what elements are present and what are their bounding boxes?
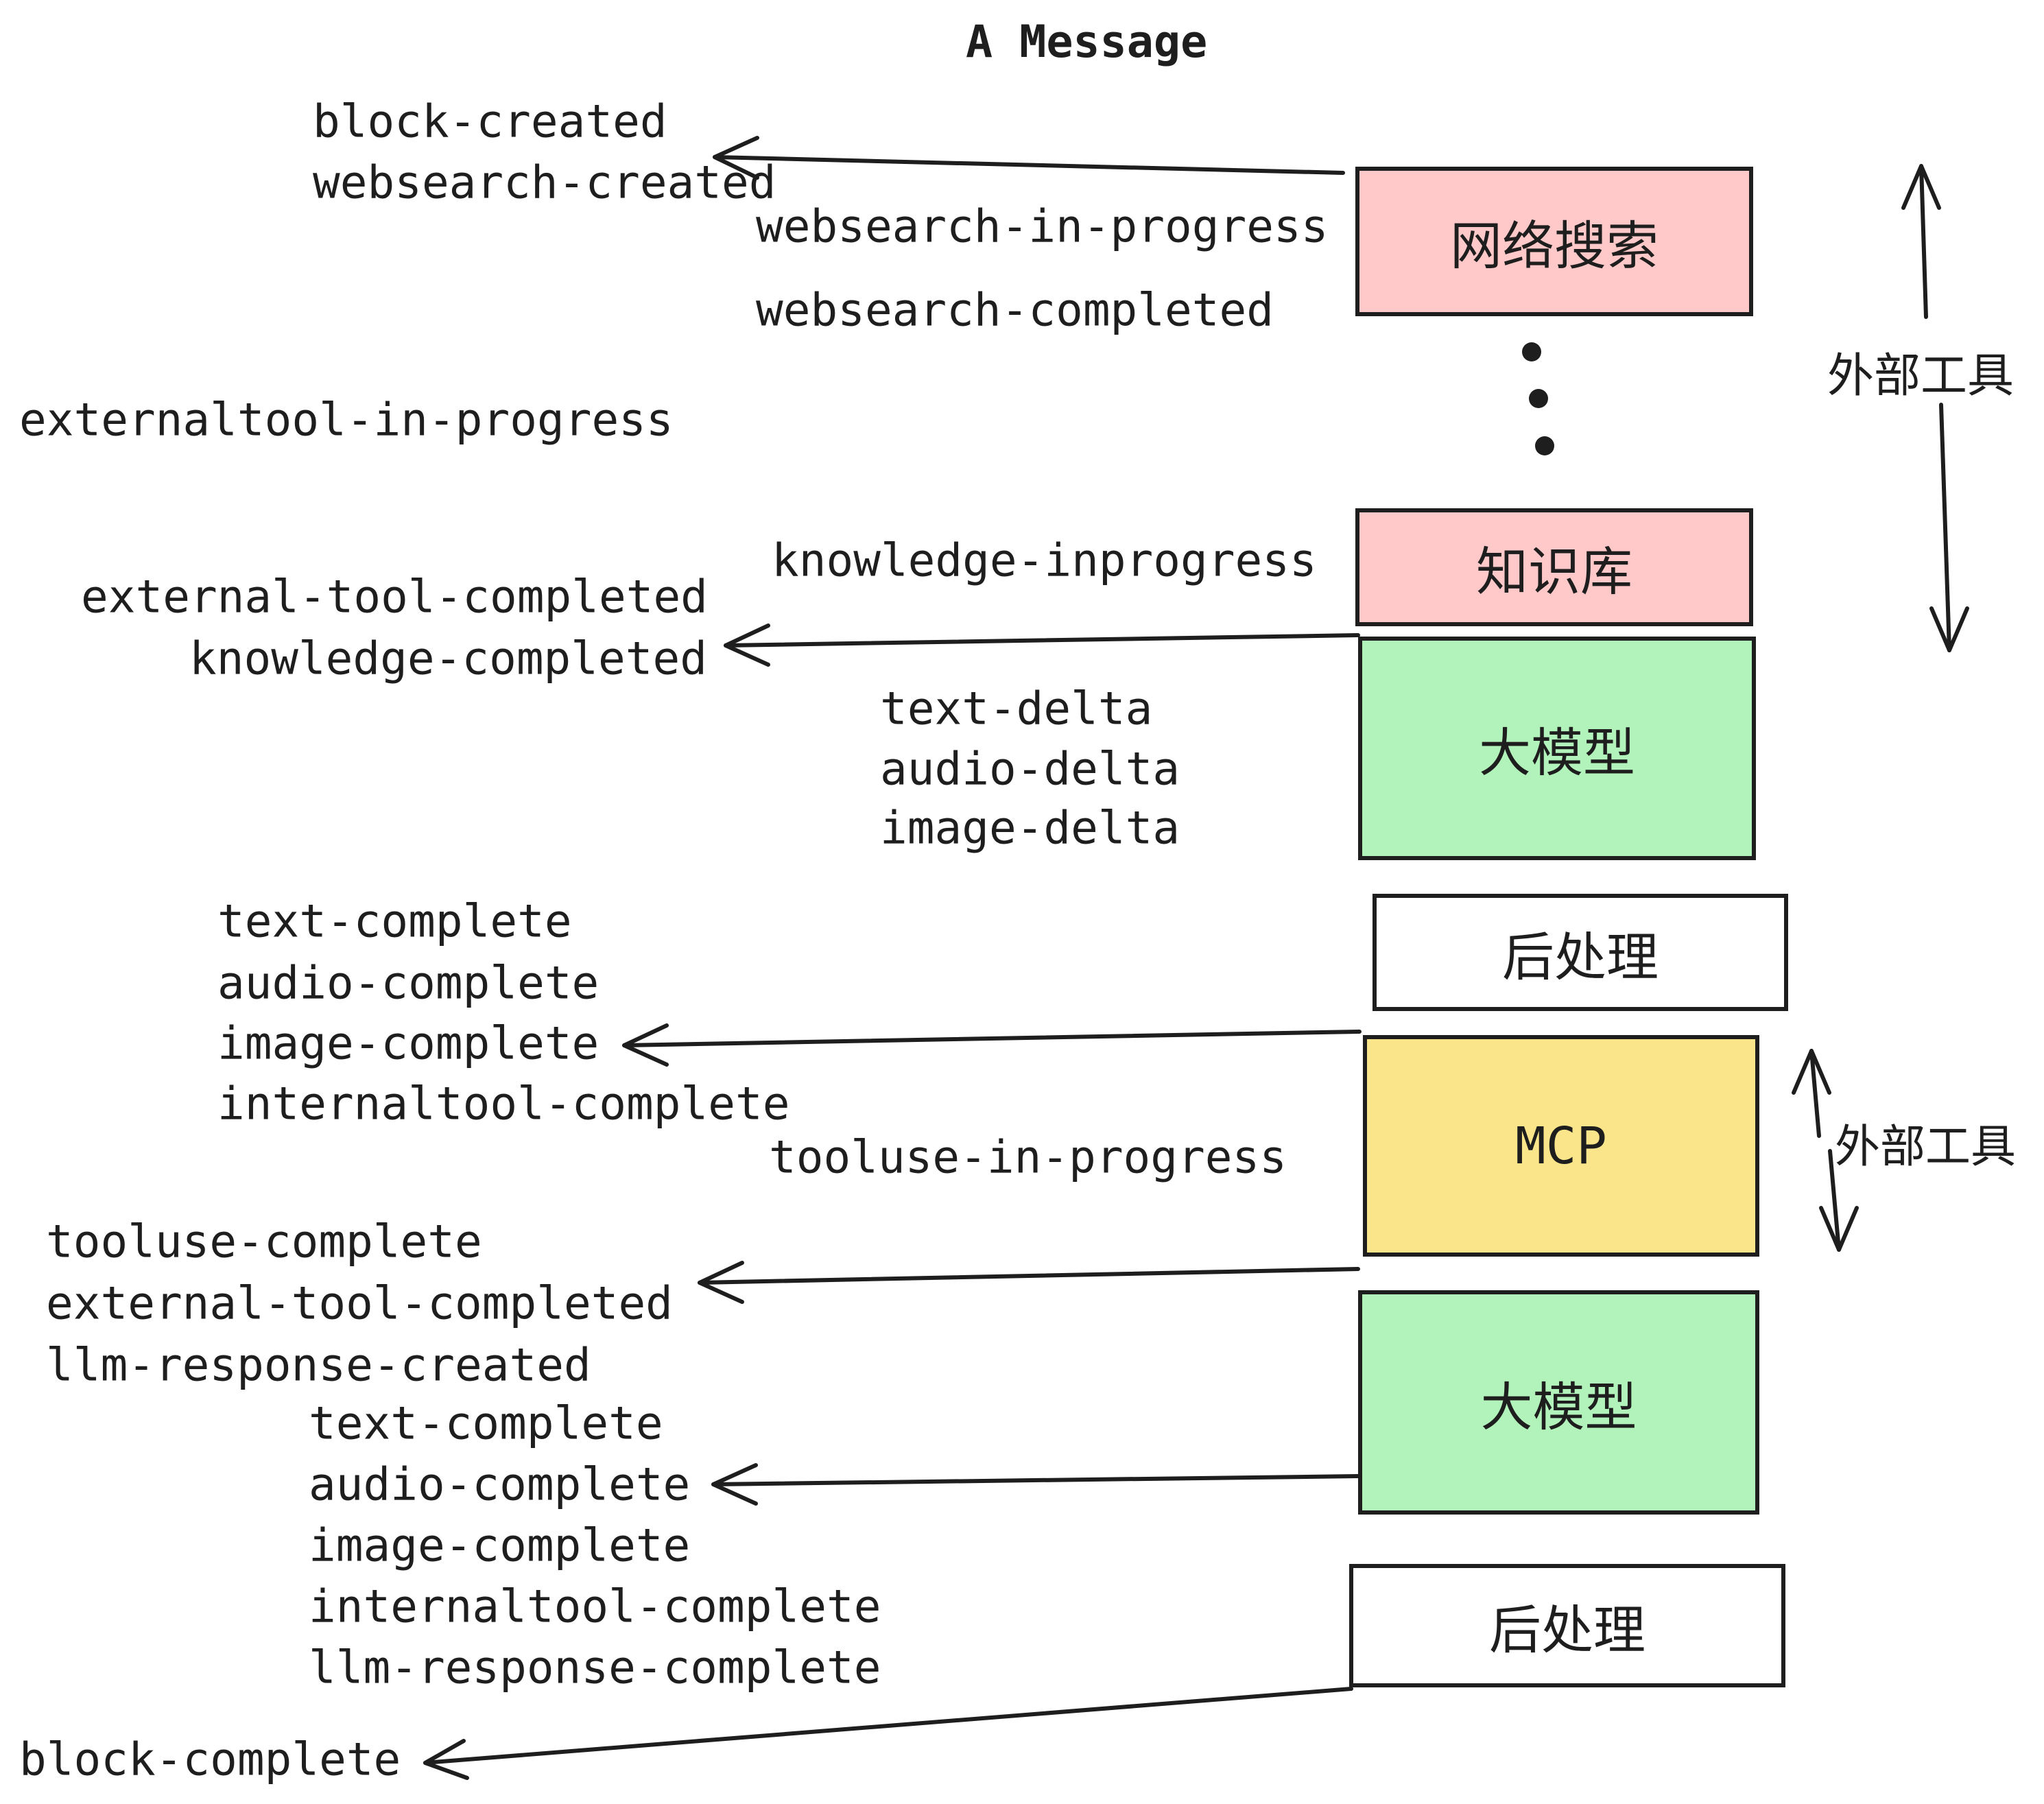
box-post-processing-2: 后处理: [1349, 1564, 1785, 1687]
external-tools-top-down-arrow: [1929, 403, 1969, 652]
box-llm-2: 大模型: [1358, 1290, 1759, 1515]
external-tools-bottom-down-arrow: [1819, 1149, 1859, 1252]
event-text-complete-2: text-complete: [309, 1397, 663, 1450]
event-llm-response-complete: llm-response-complete: [309, 1641, 881, 1694]
event-internaltool-complete-1: internaltool-complete: [217, 1077, 790, 1130]
event-text-delta-1: text-delta: [880, 682, 1153, 735]
event-externaltool-in-progress: externaltool-in-progress: [19, 393, 674, 447]
event-knowledge-inprogress: knowledge-inprogress: [772, 534, 1317, 587]
arrow-llm2-to-complete: [711, 1463, 1360, 1506]
event-knowledge-completed: knowledge-completed: [189, 632, 707, 685]
event-tooluse-in-progress: tooluse-in-progress: [769, 1130, 1287, 1184]
arrow-llm1-to-complete: [622, 1023, 1362, 1067]
box-mcp: MCP: [1363, 1035, 1759, 1257]
box-websearch: 网络搜索: [1355, 167, 1753, 316]
event-external-tool-completed-1: external-tool-completed: [81, 570, 708, 624]
ellipsis-dots: [1522, 342, 1554, 455]
label-external-tools-bottom: 外部工具: [1835, 1120, 2016, 1173]
event-internaltool-complete-2: internaltool-complete: [309, 1580, 881, 1633]
event-block-created: block-created: [313, 95, 667, 148]
event-websearch-in-progress: websearch-in-progress: [756, 200, 1329, 253]
event-audio-delta-1: audio-delta: [880, 742, 1180, 796]
arrow-websearch-to-created: [713, 136, 1345, 180]
event-image-delta-1: image-delta: [880, 801, 1180, 855]
event-websearch-completed: websearch-completed: [756, 283, 1274, 337]
event-image-complete-2: image-complete: [309, 1519, 691, 1572]
event-websearch-created: websearch-created: [313, 156, 776, 209]
event-block-complete: block-complete: [19, 1733, 401, 1786]
arrow-knowledge-to-completed: [724, 624, 1360, 667]
event-text-complete-1: text-complete: [217, 894, 572, 948]
arrow-post2-to-block-complete: [423, 1687, 1353, 1780]
event-audio-complete-2: audio-complete: [309, 1458, 691, 1511]
label-external-tools-top: 外部工具: [1827, 349, 2015, 403]
diagram-title: A Message: [966, 16, 1208, 68]
event-external-tool-completed-2: external-tool-completed: [46, 1277, 673, 1330]
event-image-complete-1: image-complete: [217, 1017, 599, 1070]
event-llm-response-created: llm-response-created: [46, 1338, 591, 1392]
external-tools-top-up-arrow: [1901, 164, 1941, 319]
arrow-mcp-to-tooluse-complete: [698, 1261, 1360, 1304]
external-tools-bottom-up-arrow: [1792, 1049, 1831, 1138]
box-knowledge: 知识库: [1355, 508, 1753, 626]
box-llm-1: 大模型: [1358, 637, 1756, 860]
event-tooluse-complete: tooluse-complete: [46, 1215, 482, 1268]
box-post-processing-1: 后处理: [1372, 894, 1788, 1011]
event-audio-complete-1: audio-complete: [217, 956, 599, 1010]
